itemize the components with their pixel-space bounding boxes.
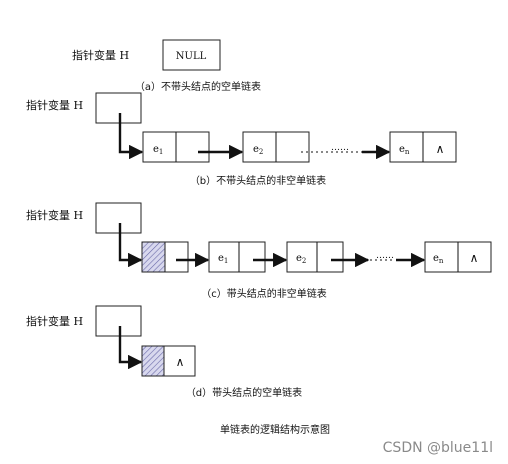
- elem-label-e1-c: e1: [218, 253, 228, 265]
- figure-title: 单链表的逻辑结构示意图: [220, 423, 330, 436]
- ellipsis-b: ……: [331, 143, 349, 153]
- caption-d: （d）带头结点的空单链表: [186, 386, 302, 399]
- head-pointer-arrow-c: [118, 223, 143, 268]
- caption-a: （a）不带头结点的空单链表: [135, 80, 261, 93]
- pointer-box-a: [162, 39, 221, 71]
- pointer-box-d: [95, 305, 142, 337]
- null-symbol-b: ∧: [436, 142, 445, 156]
- null-symbol-c: ∧: [470, 251, 479, 265]
- section-d: 指针变量 H ∧ （d）带头结点的空单链表: [26, 305, 302, 399]
- null-symbol-d: ∧: [176, 355, 185, 369]
- elem-label-e2-b: e2: [253, 144, 263, 156]
- caption-c: （c）带头结点的非空单链表: [201, 287, 327, 300]
- section-b: 指针变量 H e1 e2 …… en ∧ （b）不带头结点的非空单链表: [26, 92, 457, 187]
- node-e2-c: [286, 241, 344, 273]
- pointer-box-c: [95, 202, 142, 234]
- elem-label-en-c: en: [433, 253, 444, 265]
- pointer-label-a: 指针变量 H: [72, 48, 129, 62]
- caption-b: （b）不带头结点的非空单链表: [190, 174, 326, 187]
- pointer-box-b: [95, 92, 142, 124]
- head-pointer-arrow-b: [118, 113, 144, 160]
- null-text: NULL: [176, 51, 207, 62]
- watermark: CSDN @blue11l: [383, 440, 493, 456]
- section-a: 指针变量 H NULL （a）不带头结点的空单链表: [72, 39, 261, 93]
- section-c: 指针变量 H e1 e2 …… en ∧ （c）带头结点的非空单链表: [26, 202, 492, 300]
- node-e1-c: [208, 241, 266, 273]
- pointer-label-c: 指针变量 H: [26, 208, 83, 222]
- elem-label-en-b: en: [399, 144, 410, 156]
- head-node-hatched-field: [141, 241, 166, 273]
- elem-label-e2-c: e2: [296, 253, 306, 265]
- elem-label-e1-b: e1: [153, 144, 163, 156]
- head-node-hatched-field: [141, 345, 165, 377]
- ellipsis-c: ……: [376, 251, 394, 261]
- pointer-label-d: 指针变量 H: [26, 314, 83, 328]
- head-pointer-arrow-d: [118, 326, 143, 370]
- pointer-label-b: 指针变量 H: [26, 98, 83, 112]
